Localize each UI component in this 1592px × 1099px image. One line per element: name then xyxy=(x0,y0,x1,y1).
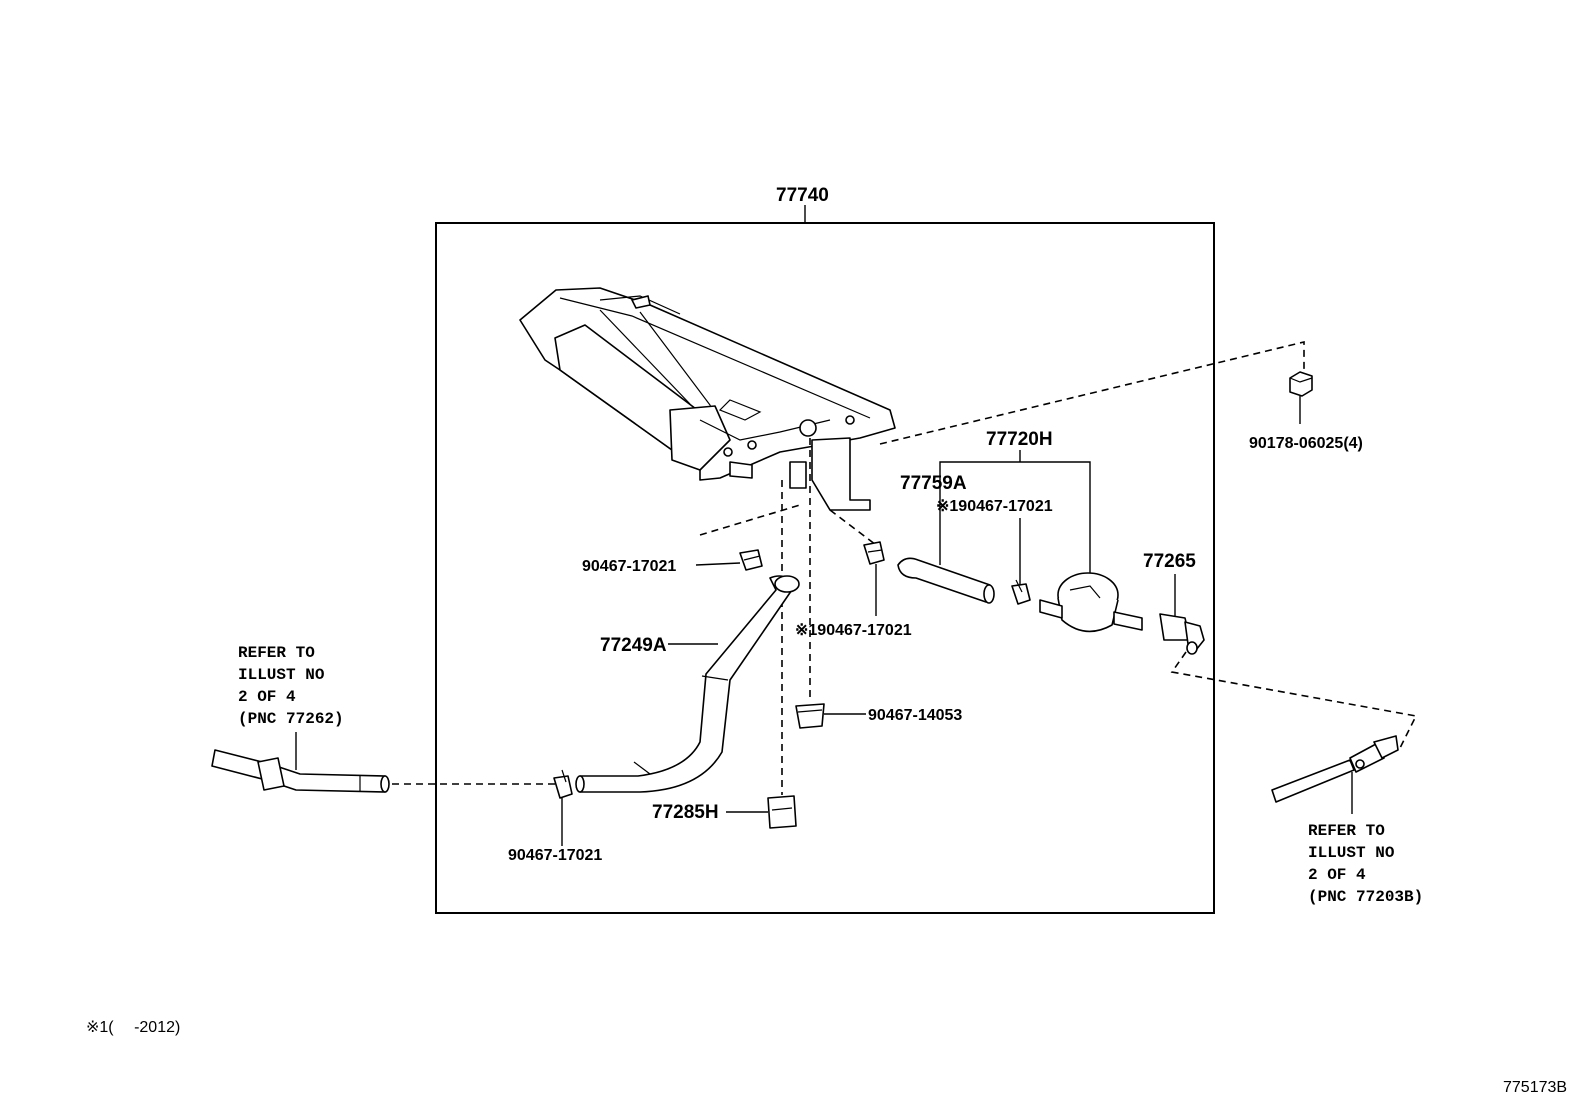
footnote: ※1( -2012) xyxy=(86,1019,180,1036)
label-90467-14053[interactable]: 90467-14053 xyxy=(868,707,962,724)
clip-77285h[interactable] xyxy=(767,795,797,829)
refer-left-line-2: ILLUST NO xyxy=(238,666,325,684)
charcoal-canister[interactable] xyxy=(519,287,896,511)
refer-left-line-4: (PNC 77262) xyxy=(238,710,344,728)
hose-77249a[interactable] xyxy=(575,575,800,793)
refer-left-line-3: 2 OF 4 xyxy=(238,688,296,706)
assembly-part-no[interactable]: 77740 xyxy=(776,185,829,206)
leader-77720h xyxy=(939,461,1091,580)
right-pipe[interactable] xyxy=(1271,735,1399,803)
dash-canister-to-bolt xyxy=(879,340,1305,445)
refer-right-line-4: (PNC 77203B) xyxy=(1308,888,1423,906)
dash-valve-to-right-pipe xyxy=(1170,651,1418,749)
refer-right-line-1: REFER TO xyxy=(1308,822,1385,840)
dash-canister-to-clamp-left xyxy=(699,504,801,536)
illustration-id: 775173B xyxy=(1503,1079,1567,1096)
label-77265[interactable]: 77265 xyxy=(1143,551,1196,572)
label-90467-mid[interactable]: ※190467-17021 xyxy=(795,622,912,639)
clamp-90467-right[interactable] xyxy=(1011,579,1031,605)
refer-left-note: REFER TO ILLUST NO 2 OF 4 (PNC 77262) xyxy=(238,644,344,728)
clamp-90467-bottom[interactable] xyxy=(553,769,573,799)
label-90467-bottom[interactable]: 90467-17021 xyxy=(508,847,602,864)
label-77759a[interactable]: 77759A xyxy=(900,473,967,494)
clamp-90467-mid[interactable] xyxy=(863,541,885,565)
dash-canister-to-clamp-mid xyxy=(829,509,881,549)
left-pipe[interactable] xyxy=(211,749,390,793)
refer-left-line-1: REFER TO xyxy=(238,644,315,662)
refer-right-line-3: 2 OF 4 xyxy=(1308,866,1366,884)
label-90178[interactable]: 90178-06025(4) xyxy=(1249,435,1363,452)
label-90467-top-left[interactable]: 90467-17021 xyxy=(582,558,676,575)
label-77759a-clamp[interactable]: ※190467-17021 xyxy=(936,498,1053,515)
clamp-90467-top-left[interactable] xyxy=(739,549,763,571)
refer-right-line-2: ILLUST NO xyxy=(1308,844,1395,862)
label-77249a[interactable]: 77249A xyxy=(600,635,667,656)
nut-90178[interactable] xyxy=(1289,371,1313,397)
vsv-valve[interactable] xyxy=(1039,572,1143,633)
refer-right-note: REFER TO ILLUST NO 2 OF 4 (PNC 77203B) xyxy=(1308,822,1423,906)
assembly-frame xyxy=(435,222,1215,914)
hose-77759a[interactable] xyxy=(897,557,995,604)
grommet-90467-14053[interactable] xyxy=(795,703,825,729)
connector-77265[interactable] xyxy=(1159,613,1205,655)
label-77285h[interactable]: 77285H xyxy=(652,802,719,823)
leader-90467-top-left xyxy=(695,562,741,566)
label-77720h[interactable]: 77720H xyxy=(986,429,1053,450)
